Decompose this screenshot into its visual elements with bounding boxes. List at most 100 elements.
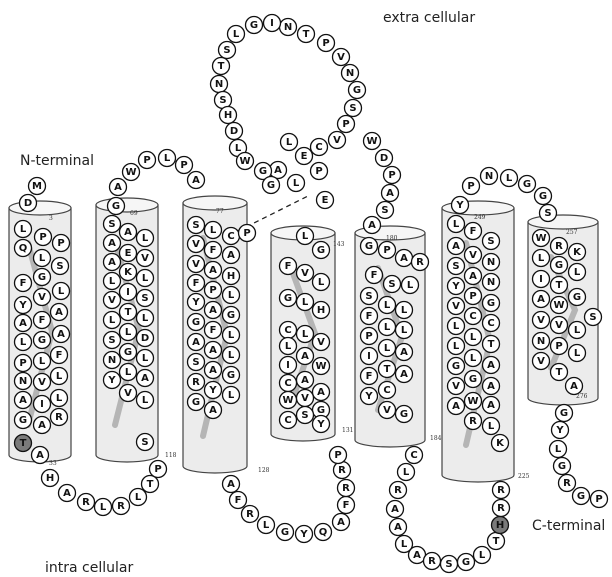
residue: L: [465, 350, 482, 367]
residue: A: [223, 476, 240, 493]
svg-text:S: S: [452, 261, 459, 272]
residue: A: [137, 370, 154, 387]
svg-text:R: R: [192, 377, 200, 388]
svg-text:F: F: [366, 311, 373, 322]
svg-text:L: L: [285, 341, 292, 352]
svg-text:L: L: [286, 137, 293, 148]
residue: A: [297, 348, 314, 365]
residue: P: [361, 328, 378, 345]
svg-text:S: S: [192, 220, 199, 231]
residue: D: [20, 195, 37, 212]
residue: V: [188, 256, 205, 273]
svg-text:A: A: [386, 188, 394, 199]
residue: F: [338, 497, 355, 514]
residue: S: [188, 354, 205, 371]
svg-text:F: F: [210, 245, 217, 256]
residue: L: [483, 418, 500, 435]
svg-text:L: L: [109, 315, 116, 326]
svg-text:D: D: [24, 198, 32, 209]
residue: C: [483, 315, 500, 332]
svg-text:K: K: [124, 267, 133, 278]
svg-text:P: P: [595, 494, 602, 505]
svg-text:K: K: [496, 438, 505, 449]
svg-text:F: F: [343, 500, 350, 511]
svg-text:L: L: [142, 313, 149, 324]
svg-text:S: S: [223, 45, 230, 56]
residue: A: [396, 344, 413, 361]
svg-text:P: P: [334, 450, 341, 461]
residue: L: [402, 277, 419, 294]
svg-text:L: L: [470, 353, 477, 364]
residue: G: [280, 290, 297, 307]
svg-text:R: R: [469, 416, 477, 427]
svg-text:V: V: [108, 295, 116, 306]
residue: T: [213, 58, 230, 75]
svg-text:G: G: [555, 260, 563, 271]
residue: Y: [452, 197, 469, 214]
svg-text:Y: Y: [316, 419, 325, 430]
residue: L: [258, 517, 275, 534]
svg-text:G: G: [317, 245, 325, 256]
residue: L: [15, 334, 32, 351]
residue: G: [535, 188, 552, 205]
residue: T: [488, 533, 505, 550]
residue: F: [34, 312, 51, 329]
helix-cylinder-top: [96, 198, 158, 212]
residue: L: [396, 302, 413, 319]
svg-text:G: G: [469, 374, 477, 385]
residue: L: [379, 297, 396, 314]
residue: A: [205, 362, 222, 379]
residue: S: [377, 202, 394, 219]
svg-text:I: I: [270, 18, 274, 29]
residue: G: [483, 295, 500, 312]
svg-text:L: L: [384, 322, 391, 333]
residue: S: [441, 556, 458, 573]
residue: L: [474, 547, 491, 564]
svg-text:L: L: [318, 277, 325, 288]
residue: S: [219, 42, 236, 59]
svg-text:L: L: [39, 356, 46, 367]
residue: G: [108, 198, 125, 215]
svg-text:A: A: [337, 517, 345, 528]
residue: N: [280, 19, 297, 36]
svg-text:A: A: [469, 271, 477, 282]
svg-text:A: A: [209, 345, 217, 356]
svg-text:S: S: [108, 219, 115, 230]
residue: A: [188, 172, 205, 189]
svg-text:L: L: [142, 233, 149, 244]
svg-text:A: A: [452, 241, 460, 252]
svg-text:A: A: [487, 360, 495, 371]
residue: D: [137, 330, 154, 347]
svg-text:A: A: [192, 337, 200, 348]
svg-text:L: L: [574, 348, 581, 359]
svg-text:L: L: [109, 276, 116, 287]
residue: V: [34, 289, 51, 306]
residue: C: [465, 308, 482, 325]
residue-number: 180: [386, 235, 398, 242]
svg-text:P: P: [555, 341, 562, 352]
residue: F: [361, 368, 378, 385]
residue: G: [313, 242, 330, 259]
svg-text:G: G: [539, 191, 547, 202]
svg-text:A: A: [57, 329, 65, 340]
residue: L: [569, 345, 586, 362]
residue: N: [481, 168, 498, 185]
svg-text:L: L: [302, 231, 309, 242]
svg-text:I: I: [286, 360, 290, 371]
svg-text:A: A: [141, 373, 149, 384]
svg-text:H: H: [496, 520, 504, 531]
svg-text:G: G: [577, 491, 585, 502]
residue: A: [15, 315, 32, 332]
residue: R: [551, 238, 568, 255]
residue: S: [52, 258, 69, 275]
residue: V: [333, 49, 350, 66]
svg-text:W: W: [553, 300, 564, 311]
residue: W: [280, 392, 297, 409]
svg-text:L: L: [453, 341, 460, 352]
residue-number: 33: [49, 460, 57, 467]
svg-text:L: L: [20, 337, 27, 348]
svg-text:C: C: [469, 311, 476, 322]
residue: L: [34, 250, 51, 267]
svg-text:Y: Y: [107, 375, 116, 386]
svg-text:A: A: [391, 504, 399, 515]
